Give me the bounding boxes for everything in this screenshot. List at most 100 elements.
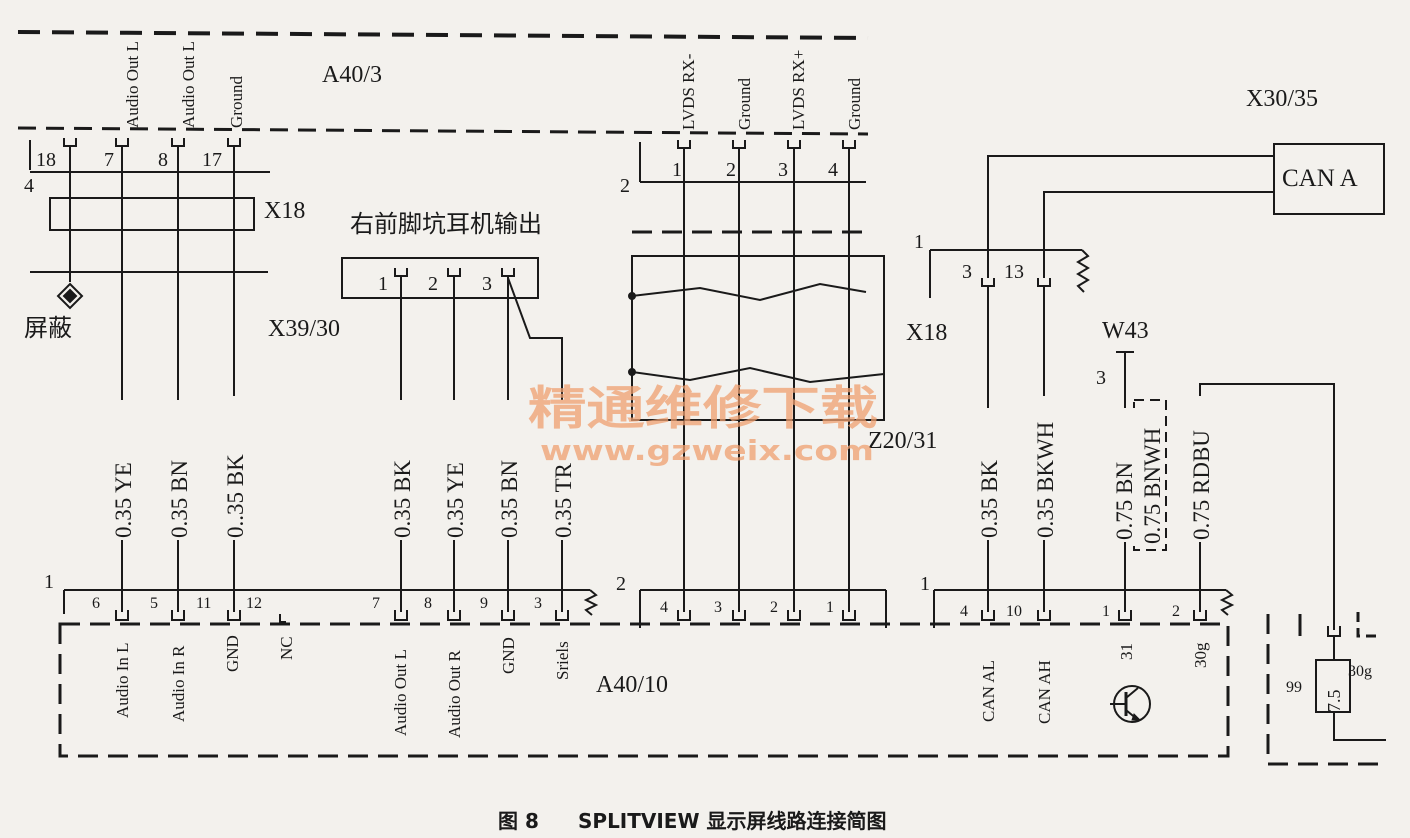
pin: 17 <box>202 149 222 171</box>
signal: GND <box>223 635 242 672</box>
pin: 8 <box>424 595 432 612</box>
label-x39-30: X39/30 <box>268 316 340 342</box>
signal: CAN AH <box>1035 660 1054 724</box>
signal: NC <box>277 636 296 660</box>
pin: 4 <box>660 599 668 616</box>
bottom-module <box>58 589 1386 766</box>
pin: 12 <box>246 595 262 612</box>
pin: 11 <box>196 595 211 612</box>
wire-labels: 0.35 YE 0.35 BN 0..35 BK 0.35 BK 0.35 YE… <box>110 396 1214 544</box>
signal: LVDS RX- <box>679 53 698 130</box>
caption-figure: 图 8 <box>498 809 539 833</box>
shield-icon <box>56 282 84 310</box>
signal: Audio Out L <box>391 649 410 736</box>
can-section <box>929 143 1385 630</box>
pin: 3 <box>534 595 542 612</box>
fuse-pin: 30g <box>1348 663 1372 680</box>
signal: 30g <box>1191 642 1210 668</box>
pin: 1 <box>378 273 388 295</box>
wire-label: 0.35 YE <box>111 462 136 538</box>
label-shield: 屏蔽 <box>24 315 72 342</box>
fuse-number: 99 <box>1286 679 1302 696</box>
pin: 7 <box>372 595 380 612</box>
label-w43: W43 <box>1102 318 1149 344</box>
lvds-connector <box>628 140 885 612</box>
signal: Ground <box>735 78 754 130</box>
signal: CAN AL <box>979 660 998 722</box>
pin: 4 <box>960 603 968 620</box>
pin: 18 <box>36 149 56 171</box>
left-top-connector <box>29 138 270 612</box>
wire-label: 0.75 RDBU <box>1189 430 1214 540</box>
pin: 2 <box>726 159 736 181</box>
lvds-number: 2 <box>620 175 630 197</box>
pin: 2 <box>770 599 778 616</box>
pin: 2 <box>428 273 438 295</box>
signal: Audio Out L <box>179 41 198 128</box>
bottom-mid-number: 2 <box>616 573 626 595</box>
label-headphone-note: 右前脚坑耳机输出 <box>350 211 542 238</box>
pin: 7 <box>104 149 114 171</box>
pin: 2 <box>1172 603 1180 620</box>
signal: 31 <box>1117 643 1136 660</box>
pin: 1 <box>826 599 834 616</box>
fuse-value: 7.5 <box>1324 690 1344 713</box>
wire-label: 0.35 BN <box>167 460 192 538</box>
wire-label: 0.35 BK <box>390 460 415 538</box>
bottom-pin-labels: 6 5 11 12 7 8 9 3 4 3 2 1 4 10 1 2 30g 9… <box>92 595 1372 696</box>
watermark: 精通维修下载 www.gzweix.com <box>528 381 878 467</box>
pin: 6 <box>92 595 100 612</box>
signal: Ground <box>227 76 246 128</box>
w43-number: 3 <box>1096 367 1106 389</box>
pin: 8 <box>158 149 168 171</box>
label-x30-35: X30/35 <box>1246 86 1318 112</box>
wire-label: 0.75 BN <box>1112 462 1137 540</box>
caption-title: SPLITVIEW 显示屏线路连接简图 <box>578 809 887 833</box>
signal: LVDS RX+ <box>789 50 808 130</box>
top-borders <box>17 30 869 136</box>
pin: 13 <box>1004 261 1024 283</box>
pin-labels: 4 18 7 8 17 2 1 2 3 4 1 2 3 1 3 13 3 1 2… <box>24 149 1106 595</box>
wire-label: 0.75 BNWH <box>1140 428 1165 544</box>
watermark-url: www.gzweix.com <box>540 434 874 467</box>
label-z20-31: Z20/31 <box>868 428 937 454</box>
label-a40-3: A40/3 <box>322 62 382 88</box>
signal: Audio Out R <box>445 650 464 739</box>
signal: Ground <box>845 78 864 130</box>
pin: 3 <box>778 159 788 181</box>
signal: Sriels <box>553 641 572 680</box>
pin: 3 <box>962 261 972 283</box>
left-top-number: 4 <box>24 175 34 197</box>
label-x18-top: X18 <box>264 198 305 224</box>
pin: 5 <box>150 595 158 612</box>
signal: GND <box>499 637 518 674</box>
pin: 1 <box>672 159 682 181</box>
pin: 1 <box>1102 603 1110 620</box>
wire-label: 0.35 BK <box>977 460 1002 538</box>
pin: 3 <box>714 599 722 616</box>
pin: 3 <box>482 273 492 295</box>
bottom-left-number: 1 <box>44 571 54 593</box>
signal: Audio Out L <box>123 41 142 128</box>
wire-label: 0.35 BKWH <box>1033 422 1058 538</box>
watermark-cn: 精通维修下载 <box>528 381 878 435</box>
pin: 4 <box>828 159 838 181</box>
component-labels: A40/3 X30/35 CAN A X18 X39/30 X18 W43 Z2… <box>24 62 1358 698</box>
label-a40-10: A40/10 <box>596 672 668 698</box>
bottom-right-number: 1 <box>920 573 930 595</box>
top-signal-labels: Audio Out L Audio Out L Ground LVDS RX- … <box>123 41 864 130</box>
label-x18-right: X18 <box>906 320 947 346</box>
wire-label: 0..35 BK <box>223 454 248 538</box>
wire-label: 0.35 TR <box>551 462 576 538</box>
wire-label: 0.35 YE <box>443 462 468 538</box>
figure-caption: 图 8 SPLITVIEW 显示屏线路连接简图 <box>498 809 887 833</box>
pin: 9 <box>480 595 488 612</box>
pin: 10 <box>1006 603 1022 620</box>
signal: Audio In L <box>113 642 132 718</box>
wire-label: 0.35 BN <box>497 460 522 538</box>
signal: Audio In R <box>169 645 188 722</box>
label-can-a: CAN A <box>1282 165 1358 192</box>
bottom-signal-labels: Audio In L Audio In R GND NC Audio Out L… <box>113 635 1210 738</box>
x18-right-number: 1 <box>914 231 924 253</box>
